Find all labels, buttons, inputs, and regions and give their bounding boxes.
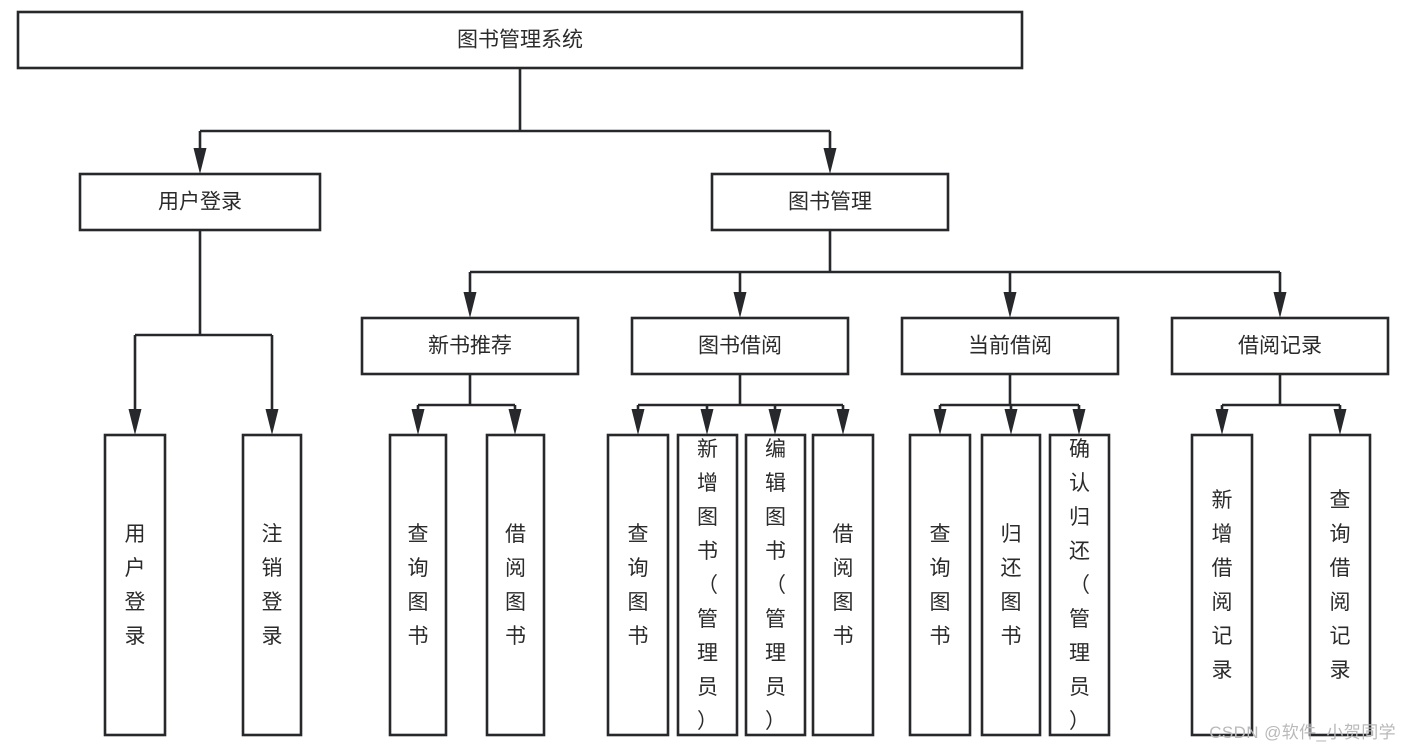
leaf-node-leaf-confirm-return[interactable]: 确认归还（管理员） xyxy=(1048,433,1111,737)
leaf-node-leaf-query-book-3[interactable]: 查询图书 xyxy=(908,433,972,737)
leaf-node-leaf-user-login[interactable]: 用户登录 xyxy=(103,433,167,737)
leaf-node-label: 查询图书 xyxy=(408,523,429,648)
leaf-node-label: 查询借阅记录 xyxy=(1330,489,1351,682)
level2-node-label: 新书推荐 xyxy=(428,335,512,358)
connector-borrow-to-leaves xyxy=(631,374,850,435)
leaf-node-label: 查询图书 xyxy=(628,523,649,648)
leaf-node-label: 确认归还（管理员） xyxy=(1069,438,1090,733)
level2-node-current-borrow[interactable]: 当前借阅 xyxy=(900,316,1120,376)
leaf-node-label: 用户登录 xyxy=(125,523,146,648)
leaf-node-label: 借阅图书 xyxy=(505,523,526,648)
leaf-node-leaf-borrow-book-1[interactable]: 借阅图书 xyxy=(485,433,546,737)
root-node-root[interactable]: 图书管理系统 xyxy=(16,10,1024,70)
level2-node-borrow-record[interactable]: 借阅记录 xyxy=(1170,316,1390,376)
leaf-node-leaf-return-book[interactable]: 归还图书 xyxy=(980,433,1042,737)
leaf-node-leaf-add-book[interactable]: 新增图书（管理员） xyxy=(676,433,739,737)
leaf-node-label: 查询图书 xyxy=(930,523,951,648)
level2-node-label: 当前借阅 xyxy=(968,335,1052,358)
leaf-node-label: 注销登录 xyxy=(262,523,283,648)
connector-current-to-leaves xyxy=(933,374,1086,435)
leaf-node-leaf-borrow-book-2[interactable]: 借阅图书 xyxy=(811,433,875,737)
leaf-node-label: 新增借阅记录 xyxy=(1212,489,1233,682)
nodes-layer: 图书管理系统用户登录图书管理新书推荐图书借阅当前借阅借阅记录用户登录注销登录查询… xyxy=(16,10,1390,737)
leaf-node-leaf-add-record[interactable]: 新增借阅记录 xyxy=(1190,433,1254,737)
connectors-layer xyxy=(128,68,1347,435)
leaf-node-leaf-query-record[interactable]: 查询借阅记录 xyxy=(1308,433,1372,737)
level2-node-book-borrow[interactable]: 图书借阅 xyxy=(630,316,850,376)
level1-node-book-manage[interactable]: 图书管理 xyxy=(710,172,950,232)
leaf-node-leaf-user-logout[interactable]: 注销登录 xyxy=(241,433,303,737)
level2-node-label: 图书借阅 xyxy=(698,335,782,358)
leaf-node-leaf-edit-book[interactable]: 编辑图书（管理员） xyxy=(744,433,807,737)
leaf-node-label: 借阅图书 xyxy=(833,523,854,648)
leaf-node-label: 归还图书 xyxy=(1001,523,1022,648)
connector-recommend-to-leaves xyxy=(411,374,522,435)
connector-record-to-leaves xyxy=(1215,374,1347,435)
level1-node-user-login[interactable]: 用户登录 xyxy=(78,172,322,232)
root-node-label: 图书管理系统 xyxy=(457,29,583,52)
level2-node-label: 借阅记录 xyxy=(1238,335,1322,358)
leaf-node-label: 新增图书（管理员） xyxy=(697,438,718,733)
level1-node-label: 用户登录 xyxy=(158,191,242,214)
level2-node-new-book-recommend[interactable]: 新书推荐 xyxy=(360,316,580,376)
leaf-node-leaf-query-book-2[interactable]: 查询图书 xyxy=(606,433,670,737)
leaf-node-label: 编辑图书（管理员） xyxy=(765,438,786,733)
connector-root-to-level1 xyxy=(193,68,837,174)
level1-node-label: 图书管理 xyxy=(788,191,872,214)
connector-bookmanage-to-lvl2 xyxy=(463,230,1287,318)
leaf-node-leaf-query-book-1[interactable]: 查询图书 xyxy=(388,433,448,737)
connector-userlogin-to-leaves xyxy=(128,230,279,435)
